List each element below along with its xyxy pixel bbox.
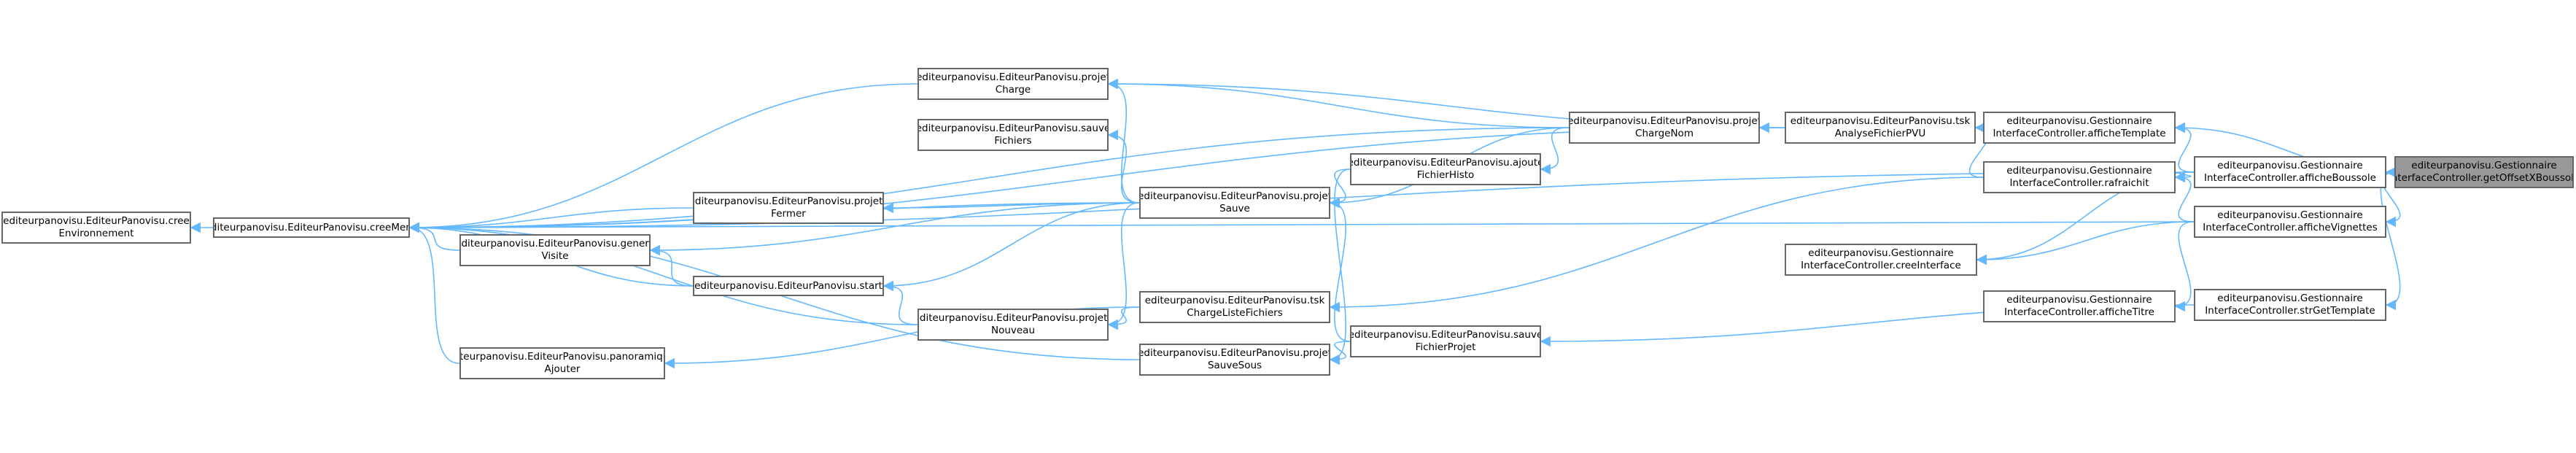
node-label: editeurpanovisu.Gestionnaire InterfaceCo… xyxy=(2203,209,2378,233)
node-label: editeurpanovisu.EditeurPanovisu.projets … xyxy=(693,195,884,220)
edge-panoAjouter-to-creeMenu xyxy=(408,222,460,364)
edge-afficheVignettes-to-afficheTitre xyxy=(2174,221,2195,312)
node-afficheBoussole[interactable]: editeurpanovisu.Gestionnaire InterfaceCo… xyxy=(2194,156,2386,188)
node-label: editeurpanovisu.EditeurPanovisu.sauve Fi… xyxy=(917,123,1109,147)
node-label: editeurpanovisu.EditeurPanovisu.projets … xyxy=(917,312,1109,336)
edge-ajouteFichierHisto-to-projetSauveSous xyxy=(1329,169,1351,365)
edge-start-to-genereVisite xyxy=(649,244,694,287)
edge-projetsNouveau-to-start xyxy=(882,280,918,325)
node-label: editeurpanovisu.EditeurPanovisu.tsk Char… xyxy=(1144,295,1325,319)
node-label: editeurpanovisu.EditeurPanovisu.creeMenu xyxy=(213,221,410,233)
node-afficheVignettes[interactable]: editeurpanovisu.Gestionnaire InterfaceCo… xyxy=(2194,206,2386,238)
node-projetsNouveau[interactable]: editeurpanovisu.EditeurPanovisu.projets … xyxy=(917,309,1109,341)
edge-afficheVignettes-to-creeInterface xyxy=(1976,221,2195,266)
edge-tskAnalyse-to-creeMenu xyxy=(408,127,1785,233)
node-projetSauve[interactable]: editeurpanovisu.EditeurPanovisu.projet S… xyxy=(1139,187,1330,219)
node-tskChargeListe[interactable]: editeurpanovisu.EditeurPanovisu.tsk Char… xyxy=(1139,291,1330,323)
node-projetChargeNom[interactable]: editeurpanovisu.EditeurPanovisu.projet C… xyxy=(1569,112,1760,144)
edge-projetChargeNom-to-ajouteFichierHisto xyxy=(1540,127,1570,175)
edge-tskChargeListe-to-projetsNouveau xyxy=(1107,306,1140,330)
node-sauveFichierProjet[interactable]: editeurpanovisu.EditeurPanovisu.sauve Fi… xyxy=(1350,325,1541,357)
node-afficheTitre[interactable]: editeurpanovisu.Gestionnaire InterfaceCo… xyxy=(1983,290,2176,322)
node-tskAnalyse[interactable]: editeurpanovisu.EditeurPanovisu.tsk Anal… xyxy=(1785,112,1976,144)
edge-genereVisite-to-creeMenu xyxy=(408,222,460,251)
node-sauveFichiers[interactable]: editeurpanovisu.EditeurPanovisu.sauve Fi… xyxy=(917,119,1109,151)
node-label: editeurpanovisu.Gestionnaire InterfaceCo… xyxy=(2204,160,2376,184)
edge-projetCharge-to-creeMenu xyxy=(408,83,918,233)
node-creeInterface[interactable]: editeurpanovisu.Gestionnaire InterfaceCo… xyxy=(1785,244,1977,276)
edge-projetSauve-to-projetCharge xyxy=(1107,78,1140,204)
node-label: editeurpanovisu.EditeurPanovisu.projet C… xyxy=(917,71,1109,96)
edge-projetChargeNom-to-projetCharge xyxy=(1107,78,1570,128)
edge-getOffsetXBoussole-to-strGetTemplate xyxy=(2380,171,2401,311)
node-label: editeurpanovisu.EditeurPanovisu.cree Env… xyxy=(3,215,190,239)
node-label: editeurpanovisu.EditeurPanovisu.projet C… xyxy=(1569,115,1760,139)
edge-ajouteFichierHisto-to-projetSauve xyxy=(1329,169,1351,209)
node-label: editeurpanovisu.EditeurPanovisu.start xyxy=(694,279,882,292)
node-genereVisite[interactable]: editeurpanovisu.EditeurPanovisu.genere V… xyxy=(459,234,651,266)
edge-sauveFichierProjet-to-projetSauve xyxy=(1329,197,1351,342)
edge-projetsNouveau-to-creeMenu xyxy=(408,222,918,325)
edge-projetSauve-to-genereVisite xyxy=(649,202,1140,256)
node-label: editeurpanovisu.EditeurPanovisu.genere V… xyxy=(459,238,651,262)
node-projetsFermer[interactable]: editeurpanovisu.EditeurPanovisu.projets … xyxy=(693,192,884,224)
node-label: editeurpanovisu.Gestionnaire InterfaceCo… xyxy=(2205,293,2375,317)
edge-afficheBoussole-to-afficheTemplate xyxy=(2174,122,2195,173)
node-strGetTemplate[interactable]: editeurpanovisu.Gestionnaire InterfaceCo… xyxy=(2194,289,2386,321)
node-cree_env[interactable]: editeurpanovisu.EditeurPanovisu.cree Env… xyxy=(1,212,191,244)
node-label: editeurpanovisu.EditeurPanovisu.panorami… xyxy=(459,351,664,375)
node-label: editeurpanovisu.EditeurPanovisu.tsk Anal… xyxy=(1790,115,1971,139)
node-panoAjouter[interactable]: editeurpanovisu.EditeurPanovisu.panorami… xyxy=(459,347,665,379)
node-start[interactable]: editeurpanovisu.EditeurPanovisu.start xyxy=(693,276,884,296)
edge-projetSauve-to-projetsNouveau xyxy=(1107,202,1140,330)
node-label: editeurpanovisu.Gestionnaire InterfaceCo… xyxy=(2394,160,2574,184)
node-label: editeurpanovisu.EditeurPanovisu.projet S… xyxy=(1139,347,1330,371)
node-projetSauveSous[interactable]: editeurpanovisu.EditeurPanovisu.projet S… xyxy=(1139,344,1330,376)
edge-projetSauve-to-sauveFichiers xyxy=(1107,129,1140,204)
node-rafraichit[interactable]: editeurpanovisu.Gestionnaire InterfaceCo… xyxy=(1983,161,2176,193)
edge-rafraichit-to-tskChargeListe xyxy=(1329,177,1984,313)
edge-sauveFichierProjet-to-projetSauveSous xyxy=(1329,341,1351,365)
node-label: editeurpanovisu.Gestionnaire InterfaceCo… xyxy=(2006,165,2152,189)
node-getOffsetXBoussole[interactable]: editeurpanovisu.Gestionnaire InterfaceCo… xyxy=(2394,156,2574,188)
edge-projetSauve-to-start xyxy=(882,202,1140,292)
node-projetCharge[interactable]: editeurpanovisu.EditeurPanovisu.projet C… xyxy=(917,68,1109,100)
node-label: editeurpanovisu.Gestionnaire InterfaceCo… xyxy=(1801,247,1961,271)
node-afficheTemplate[interactable]: editeurpanovisu.Gestionnaire InterfaceCo… xyxy=(1983,112,2176,144)
edge-afficheVignettes-to-rafraichit xyxy=(2174,171,2195,222)
node-label: editeurpanovisu.Gestionnaire InterfaceCo… xyxy=(1993,115,2166,139)
node-creeMenu[interactable]: editeurpanovisu.EditeurPanovisu.creeMenu xyxy=(213,217,410,238)
node-label: editeurpanovisu.Gestionnaire InterfaceCo… xyxy=(2004,294,2154,318)
edge-projetChargeNom-to-creeMenu xyxy=(408,127,1570,233)
node-ajouteFichierHisto[interactable]: editeurpanovisu.EditeurPanovisu.ajoute F… xyxy=(1350,153,1541,185)
edge-projetSauve-to-projetsFermer xyxy=(882,202,1140,214)
node-label: editeurpanovisu.EditeurPanovisu.projet S… xyxy=(1139,190,1330,214)
node-label: editeurpanovisu.EditeurPanovisu.ajoute F… xyxy=(1350,157,1541,181)
edge-afficheVignettes-to-creeMenu xyxy=(408,221,2195,233)
edge-projetsFermer-to-creeMenu xyxy=(408,207,694,233)
node-label: editeurpanovisu.EditeurPanovisu.sauve Fi… xyxy=(1350,329,1541,353)
